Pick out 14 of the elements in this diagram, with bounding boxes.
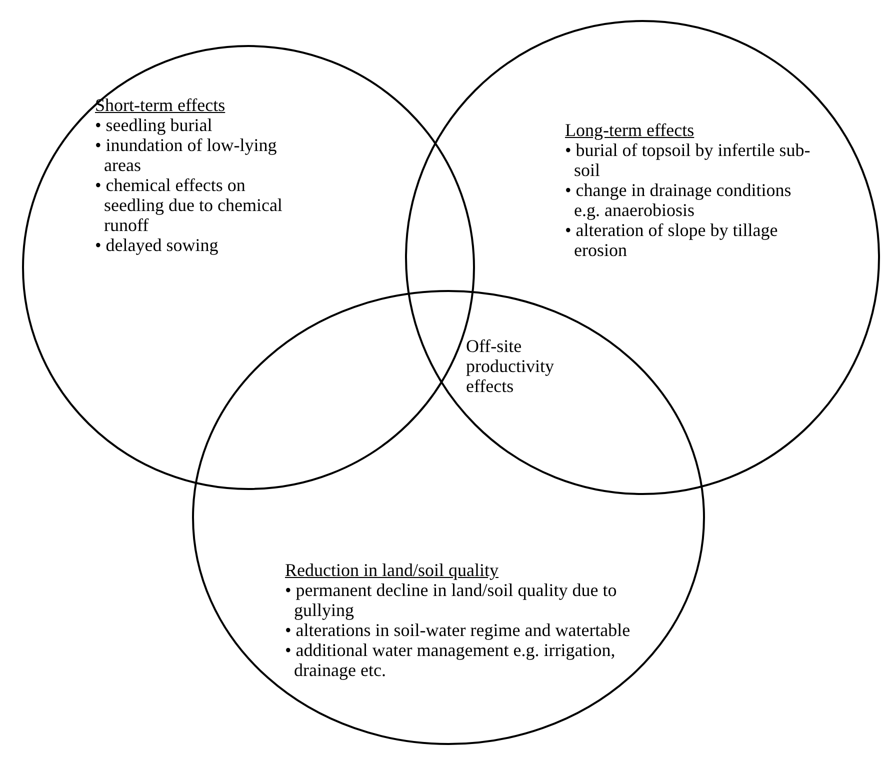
bullet-item: • delayed sowing	[95, 235, 220, 255]
bullet-item: • seedling burial	[95, 115, 214, 135]
bullet-item: • change in drainage conditions e.g. anaerobiosis	[565, 180, 792, 220]
center-label: Off-site productivity effects	[466, 336, 555, 396]
circle-heading: Reduction in land/soil quality	[285, 560, 500, 580]
bullet-item: • chemical effects on seedling due to chemical runoff	[95, 175, 284, 235]
bullet-item: • additional water management e.g. irrigation, drainage etc.	[285, 640, 616, 680]
circle-heading: Long-term effects	[565, 120, 696, 140]
circle-heading: Short-term effects	[95, 95, 226, 115]
bullet-item: • permanent decline in land/soil quality due to gullying	[285, 580, 618, 620]
bullet-item: • burial of topsoil by infertile sub-soil	[565, 140, 812, 180]
bullet-item: • alteration of slope by tillage erosion	[565, 220, 779, 260]
bullet-item: • alterations in soil-water regime and watertable	[285, 620, 632, 640]
bullet-item: • inundation of low-lying areas	[95, 135, 278, 175]
